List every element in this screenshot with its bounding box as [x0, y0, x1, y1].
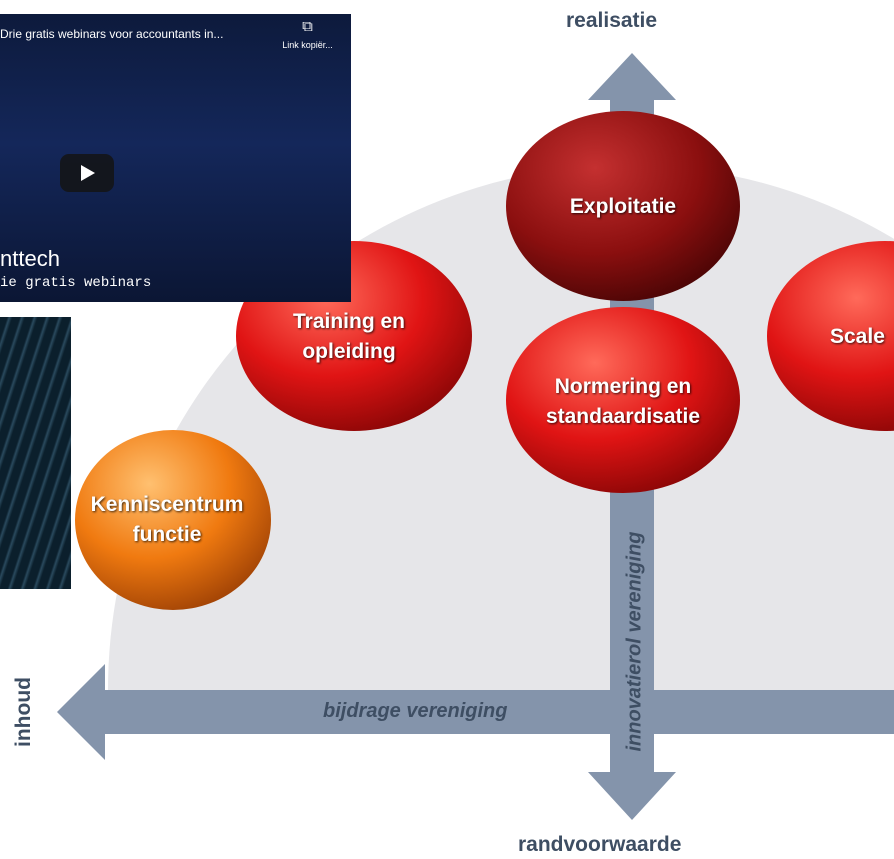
video-title[interactable]: Drie gratis webinars voor accountants in…: [0, 27, 224, 41]
photo-panel: [0, 317, 71, 589]
bubble-label-kenniscentrum: Kenniscentrum functie: [52, 490, 282, 550]
bubble-line: Training en: [292, 310, 405, 333]
copy-link-button[interactable]: ⧉ Link kopiër...: [270, 18, 345, 51]
bubble-label-scale: Scale: [830, 322, 894, 352]
bubble-label-normering: Normering en standaardisatie: [518, 372, 728, 432]
bubble-line: Kenniscentrum: [90, 493, 244, 516]
bubble-line: Scale: [830, 325, 885, 348]
copy-icon: ⧉: [302, 18, 313, 35]
bubble-label-training: Training en opleiding: [249, 307, 449, 367]
caption-vertical: innovatierol vereniging: [623, 531, 646, 752]
bubble-line: opleiding: [302, 340, 396, 363]
bubble-label-exploitatie: Exploitatie: [523, 192, 723, 222]
arrow-horizontal: [57, 664, 894, 760]
bubble-line: functie: [132, 523, 202, 546]
axis-label-top: realisatie: [566, 9, 658, 32]
caption-horizontal: bijdrage vereniging: [323, 700, 508, 722]
bubble-line: Exploitatie: [569, 195, 677, 218]
video-headline: nttech: [0, 246, 60, 271]
bubble-line: Normering en: [554, 375, 692, 398]
axis-label-left: inhoud: [11, 677, 35, 747]
bubble-exploitatie: [506, 111, 740, 301]
bubble-normering: [506, 307, 740, 493]
play-icon[interactable]: [60, 154, 114, 192]
copy-link-label: Link kopiër...: [282, 40, 333, 50]
video-subline: ie gratis webinars: [0, 275, 152, 291]
axis-label-bottom: randvoorwaarde: [518, 833, 682, 856]
bubble-line: standaardisatie: [545, 405, 701, 428]
bubble-kenniscentrum: [75, 430, 271, 610]
video-embed[interactable]: Drie gratis webinars voor accountants in…: [0, 14, 351, 302]
bubble-scale: [767, 241, 894, 431]
